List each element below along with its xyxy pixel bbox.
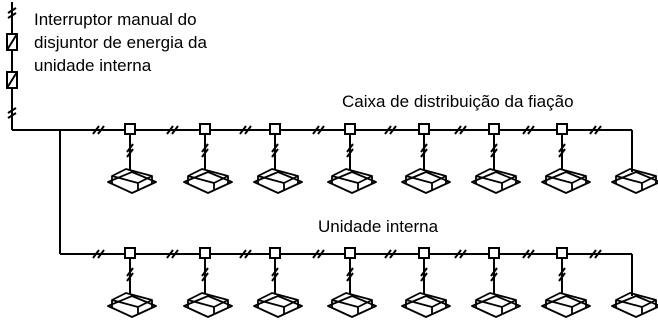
- junction-box: [556, 123, 568, 135]
- cable-mark: [522, 249, 535, 259]
- junction-box: [269, 247, 281, 259]
- cable-mark: [454, 125, 467, 135]
- cable-mark: [239, 125, 252, 135]
- cable-mark: [454, 249, 467, 259]
- indoor-unit-label: Unidade interna: [318, 217, 439, 236]
- breaker-label-line: disjuntor de energia da: [34, 33, 207, 52]
- breaker-label: Interruptor manual do disjuntor de energ…: [34, 8, 284, 77]
- cable-mark: [201, 143, 209, 158]
- cable-mark: [522, 125, 535, 135]
- cable-mark: [126, 267, 134, 282]
- indoor-unit-row: [92, 247, 658, 318]
- junction-box: [488, 123, 500, 135]
- cable-mark: [126, 143, 134, 158]
- indoor-unit-icon: [541, 168, 591, 194]
- cable-mark: [166, 249, 179, 259]
- cable-mark: [490, 267, 498, 282]
- indoor-unit-icon: [327, 292, 377, 318]
- distribution-box-label: Caixa de distribuição da fiação: [342, 92, 574, 111]
- junction-box: [418, 123, 430, 135]
- indoor-unit-icon: [541, 292, 591, 318]
- junction-box: [418, 247, 430, 259]
- breaker-label-line: unidade interna: [34, 56, 152, 75]
- cable-mark: [166, 125, 179, 135]
- cable-mark: [558, 267, 566, 282]
- indoor-unit-icon: [327, 168, 377, 194]
- junction-box: [344, 123, 356, 135]
- indoor-unit-icon: [401, 292, 451, 318]
- cable-mark: [589, 125, 602, 135]
- junction-box: [344, 247, 356, 259]
- junction-box: [199, 247, 211, 259]
- indoor-unit-icon: [183, 292, 233, 318]
- indoor-unit-icon: [611, 168, 658, 194]
- indoor-unit-icon: [471, 292, 521, 318]
- cable-mark: [312, 125, 325, 135]
- cable-mark: [589, 249, 602, 259]
- junction-box: [124, 247, 136, 259]
- indoor-unit-icon: [471, 168, 521, 194]
- cable-mark: [312, 249, 325, 259]
- junction-box: [269, 123, 281, 135]
- cable-mark: [346, 267, 354, 282]
- indoor-unit-icon: [107, 292, 157, 318]
- cable-mark: [92, 125, 105, 135]
- indoor-unit-icon: [253, 168, 303, 194]
- main-bus: [12, 129, 633, 296]
- cable-mark: [558, 143, 566, 158]
- cable-mark: [384, 125, 397, 135]
- indoor-unit-icon: [183, 168, 233, 194]
- cable-mark: [490, 143, 498, 158]
- cable-mark: [420, 143, 428, 158]
- indoor-unit-icon: [401, 168, 451, 194]
- cable-mark: [201, 267, 209, 282]
- breaker-label-line: Interruptor manual do: [34, 10, 197, 29]
- cable-mark: [420, 267, 428, 282]
- indoor-unit-row: [92, 123, 658, 194]
- junction-box: [556, 247, 568, 259]
- indoor-unit-icon: [107, 168, 157, 194]
- junction-box: [488, 247, 500, 259]
- cable-mark: [239, 249, 252, 259]
- junction-box: [199, 123, 211, 135]
- indoor-unit-icon: [611, 292, 658, 318]
- cable-mark: [271, 143, 279, 158]
- cable-mark: [346, 143, 354, 158]
- indoor-unit-icon: [253, 292, 303, 318]
- breaker-chain: [6, 2, 18, 130]
- cable-mark: [384, 249, 397, 259]
- cable-mark: [92, 249, 105, 259]
- junction-box: [124, 123, 136, 135]
- cable-mark: [271, 267, 279, 282]
